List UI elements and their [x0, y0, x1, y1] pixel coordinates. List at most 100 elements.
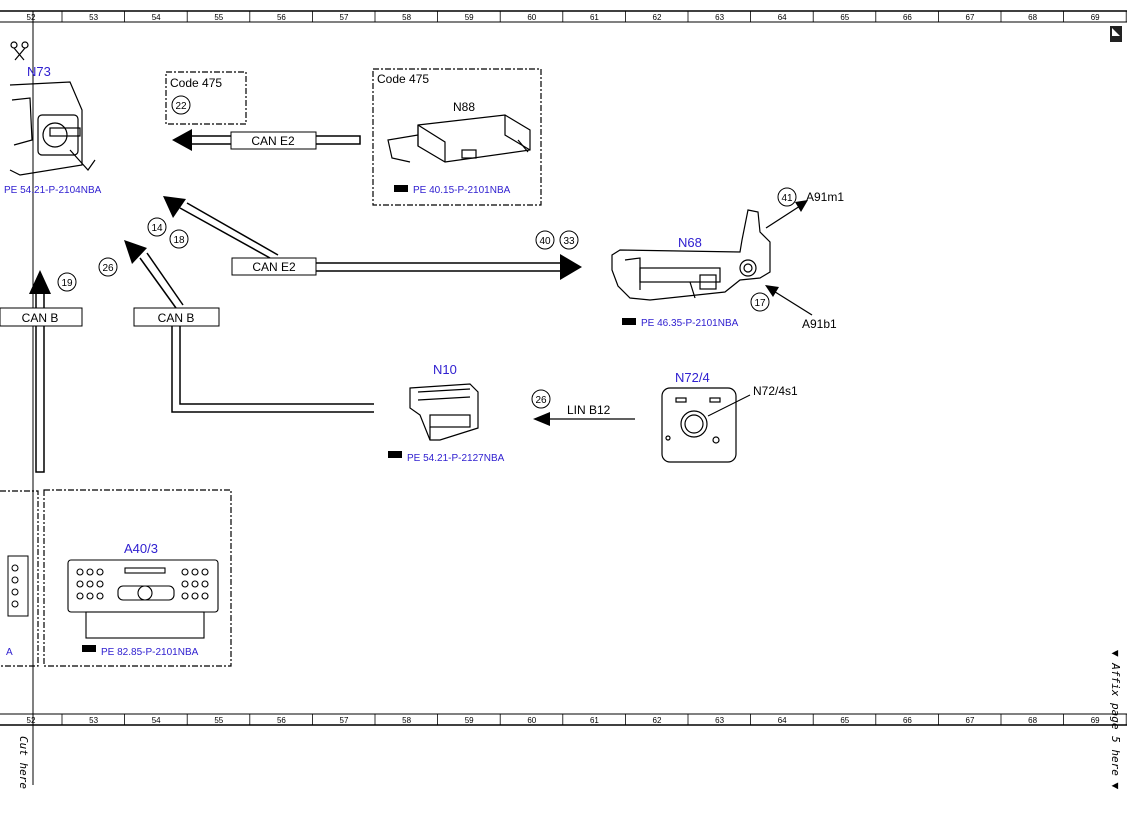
- lin-b12-line: [533, 412, 635, 426]
- circle-18: 18: [169, 229, 189, 249]
- top-ruler-number: 60: [527, 13, 536, 22]
- n68-reference[interactable]: PE 46.35-P-2101NBA: [622, 318, 739, 329]
- top-ruler-number: 61: [590, 13, 599, 22]
- svg-text:PE 82.85-P-2101NBA: PE 82.85-P-2101NBA: [101, 647, 199, 658]
- n10-label: N10: [433, 362, 457, 377]
- left-fragment-box: [0, 490, 39, 667]
- top-ruler-number: 52: [27, 13, 36, 22]
- a40-3-head-unit-icon: [67, 559, 219, 639]
- circle-40: 40: [535, 230, 555, 250]
- can-e2-top-label: CAN E2: [251, 134, 295, 148]
- n72-4-label: N72/4: [675, 370, 710, 385]
- bottom-ruler-number: 55: [214, 716, 223, 725]
- a91b1-label: A91b1: [802, 317, 837, 331]
- circle-19: 19: [57, 272, 77, 292]
- a91b1-arrow: [765, 285, 813, 316]
- a40-3-reference[interactable]: PE 82.85-P-2101NBA: [82, 645, 199, 658]
- bottom-ruler-number: 66: [903, 716, 912, 725]
- top-ruler-number: 53: [89, 13, 98, 22]
- affix-page-text: ▼ Affix page 5 here ▼: [1109, 650, 1122, 790]
- svg-text:19: 19: [61, 278, 73, 289]
- circle-41: 41: [777, 187, 797, 207]
- svg-text:PE 54.21-P-2127NBA: PE 54.21-P-2127NBA: [407, 453, 505, 464]
- a40-3-box: [43, 489, 232, 667]
- svg-text:40: 40: [539, 236, 551, 247]
- top-ruler-number: 56: [277, 13, 286, 22]
- circle-26-lin: 26: [531, 389, 551, 409]
- n73-ignition-switch-icon: [9, 81, 96, 176]
- bottom-ruler-number: 53: [89, 716, 98, 725]
- bottom-ruler-number: 69: [1091, 716, 1100, 725]
- svg-text:18: 18: [173, 235, 185, 246]
- svg-text:PE 46.35-P-2101NBA: PE 46.35-P-2101NBA: [641, 318, 739, 329]
- top-ruler-number: 64: [778, 13, 787, 22]
- page-corner-icon: [1110, 26, 1122, 42]
- circle-33: 33: [559, 230, 579, 250]
- top-ruler-number: 65: [840, 13, 849, 22]
- top-ruler-number: 63: [715, 13, 724, 22]
- top-ruler-number: 68: [1028, 13, 1037, 22]
- bottom-ruler-number: 61: [590, 716, 599, 725]
- bottom-ruler-number: 57: [340, 716, 349, 725]
- bottom-ruler-number: 62: [653, 716, 662, 725]
- top-ruler-number: 59: [465, 13, 474, 22]
- top-ruler-number: 62: [653, 13, 662, 22]
- left-fragment-ref: A: [6, 647, 13, 658]
- bottom-ruler-number: 58: [402, 716, 411, 725]
- top-ruler-number: 54: [152, 13, 161, 22]
- n88-label: N88: [453, 100, 475, 114]
- svg-text:22: 22: [175, 101, 187, 112]
- n72-4s1-label: N72/4s1: [753, 384, 798, 398]
- circle-26-left: 26: [98, 257, 118, 277]
- a40-3-label: A40/3: [124, 541, 158, 556]
- n73-reference-link[interactable]: PE 54.21-P-2104NBA: [4, 185, 102, 196]
- n73-label: N73: [27, 64, 51, 79]
- can-b-left-bus: CAN B: [0, 270, 83, 473]
- code475-left-label: Code 475: [170, 76, 222, 90]
- n72-4s1-leader: [707, 394, 751, 417]
- a91m1-arrow: [765, 200, 808, 229]
- svg-text:17: 17: [754, 298, 766, 309]
- a91m1-label: A91m1: [806, 190, 844, 204]
- can-e2-mid-bus: CAN E2: [163, 196, 582, 280]
- bottom-ruler-number: 63: [715, 716, 724, 725]
- can-b-left-label: CAN B: [22, 311, 59, 325]
- n10-reference[interactable]: PE 54.21-P-2127NBA: [388, 451, 505, 464]
- left-fragment-device-icon: [7, 555, 29, 617]
- top-ruler-number: 57: [340, 13, 349, 22]
- top-ruler-number: 55: [214, 13, 223, 22]
- bottom-ruler-number: 59: [465, 716, 474, 725]
- lin-b12-label: LIN B12: [567, 403, 611, 417]
- bottom-ruler-number: 65: [840, 716, 849, 725]
- n72-4-control-panel-icon: [661, 387, 737, 463]
- bottom-ruler-number: 67: [966, 716, 975, 725]
- code475-right-box: [372, 68, 542, 206]
- svg-text:26: 26: [102, 263, 114, 274]
- reference-hand-icon: [388, 451, 402, 458]
- can-b-mid-label: CAN B: [158, 311, 195, 325]
- top-ruler-number: 67: [966, 13, 975, 22]
- cut-here-text: Cut here: [17, 736, 30, 789]
- code475-right-label: Code 475: [377, 72, 429, 86]
- bottom-ruler-number: 60: [527, 716, 536, 725]
- bottom-ruler-number: 54: [152, 716, 161, 725]
- can-e2-mid-label: CAN E2: [252, 260, 296, 274]
- svg-text:PE 40.15-P-2101NBA: PE 40.15-P-2101NBA: [413, 185, 511, 196]
- bottom-ruler-number: 52: [27, 716, 36, 725]
- n10-module-icon: [409, 383, 479, 441]
- n88-reference[interactable]: PE 40.15-P-2101NBA: [394, 185, 511, 196]
- code475-left-box: [165, 71, 247, 125]
- can-e2-top-bus: CAN E2: [172, 129, 361, 151]
- reference-hand-icon: [394, 185, 408, 192]
- n88-module-icon: [387, 114, 531, 163]
- scissors-icon: [10, 41, 29, 61]
- top-ruler-number: 58: [402, 13, 411, 22]
- circle-17: 17: [750, 292, 770, 312]
- top-ruler-number: 69: [1091, 13, 1100, 22]
- svg-text:14: 14: [151, 223, 163, 234]
- svg-text:26: 26: [535, 395, 547, 406]
- svg-text:33: 33: [563, 236, 575, 247]
